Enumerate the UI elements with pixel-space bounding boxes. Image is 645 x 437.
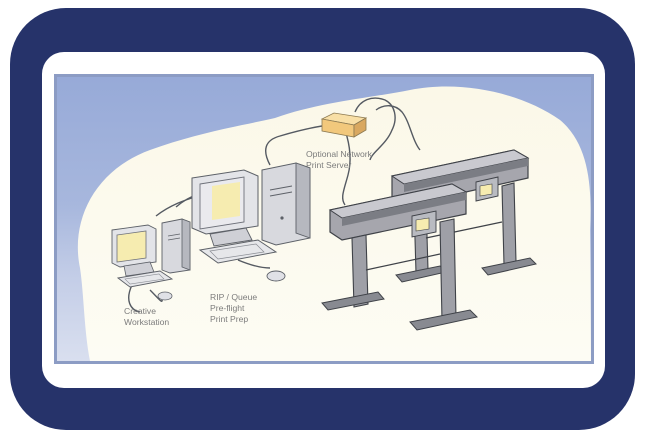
- label-rip-1: RIP / Queue: [210, 292, 257, 302]
- workstation-computer-icon: [111, 218, 191, 301]
- label-creative-1: Creative: [124, 306, 156, 316]
- label-rip-2: Pre-flight: [210, 303, 245, 313]
- label-print-server-2: Print Server: [306, 160, 352, 170]
- label-rip-3: Print Prep: [210, 314, 248, 324]
- label-print-server-1: Optional Network: [306, 149, 373, 159]
- rip-computer-icon: [191, 162, 311, 282]
- wide-format-printer-icon: [321, 183, 479, 331]
- label-creative-2: Workstation: [124, 317, 169, 327]
- print-server-icon: [320, 112, 368, 138]
